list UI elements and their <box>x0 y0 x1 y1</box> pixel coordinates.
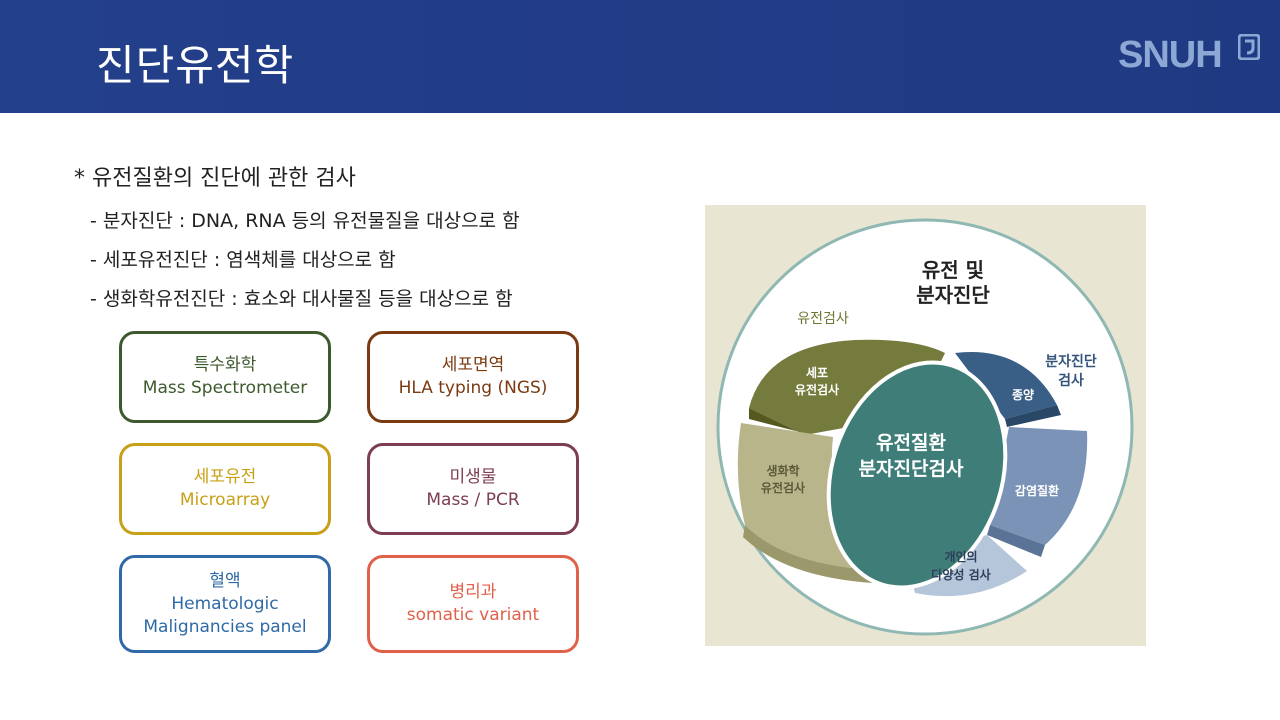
box-subtitle: somatic variant <box>406 605 540 625</box>
bullet-item: - 분자진단 : DNA, RNA 등의 유전물질을 대상으로 함 <box>90 210 520 232</box>
header-bar: 진단유전학 SNUH <box>0 0 1280 113</box>
box-title: 세포면역 <box>441 355 505 375</box>
label-tumor: 종양 <box>1012 387 1034 402</box>
box-title: 특수화학 <box>193 355 257 375</box>
label-genetic-test: 유전검사 <box>797 311 849 327</box>
label-molecular-test-1: 분자진단 <box>1045 353 1097 370</box>
box-hematology: 혈액 Hematologic Malignancies panel <box>119 555 331 653</box>
box-cytogenetics: 세포유전 Microarray <box>119 443 331 535</box>
segment-infection-side <box>987 525 1045 557</box>
bullet-main: * 유전질환의 진단에 관한 검사 <box>74 166 356 191</box>
center-circle <box>826 360 1008 590</box>
segment-infection <box>990 427 1088 545</box>
box-cell-immunology: 세포면역 HLA typing (NGS) <box>367 331 579 423</box>
segment-biochemical-side <box>743 525 875 583</box>
label-molecular-test-2: 검사 <box>1058 372 1084 389</box>
box-subtitle-2: Malignancies panel <box>143 616 307 637</box>
diagram-title-1: 유전 및 <box>922 258 984 282</box>
box-special-chemistry: 특수화학 Mass Spectrometer <box>119 331 331 423</box>
segment-tumor <box>955 352 1057 419</box>
label-diversity-1: 개인의 <box>944 549 977 564</box>
genetic-diagnosis-diagram: 유전 및 분자진단 유전검사 분자진단 검사 세포 유전검사 생화학 유전검사 … <box>705 205 1146 646</box>
box-title: 세포유전 <box>193 467 257 487</box>
label-center-1: 유전질환 <box>876 432 946 454</box>
box-title: 미생물 <box>449 467 497 487</box>
label-biochem-1: 생화학 <box>766 463 799 478</box>
label-biochem-2: 유전검사 <box>761 480 805 495</box>
box-microbiology: 미생물 Mass / PCR <box>367 443 579 535</box>
page-title: 진단유전학 <box>96 41 295 90</box>
snuh-logo-icon <box>1238 34 1260 60</box>
snuh-logo: SNUH <box>1118 34 1223 76</box>
box-title: 혈액 <box>209 570 241 591</box>
bullet-item: - 세포유전진단 : 염색체를 대상으로 함 <box>90 249 396 271</box>
box-subtitle: Microarray <box>179 490 271 510</box>
label-diversity-2: 다양성 검사 <box>931 567 990 582</box>
bullet-list: * 유전질환의 진단에 관한 검사 - 분자진단 : DNA, RNA 등의 유… <box>74 160 520 323</box>
box-subtitle: Hematologic <box>171 593 279 614</box>
box-subtitle: HLA typing (NGS) <box>398 378 548 398</box>
bullet-item: - 생화학유전진단 : 효소와 대사물질 등을 대상으로 함 <box>90 288 513 310</box>
segment-tumor-side <box>1005 405 1061 427</box>
label-cell-1: 세포 <box>806 365 828 380</box>
diagram-title-2: 분자진단 <box>916 283 990 307</box>
box-subtitle: Mass Spectrometer <box>142 378 308 398</box>
label-infection: 감염질환 <box>1015 483 1059 498</box>
box-subtitle: Mass / PCR <box>426 490 520 510</box>
box-title: 병리과 <box>449 582 497 602</box>
label-center-2: 분자진단검사 <box>859 458 964 480</box>
box-pathology: 병리과 somatic variant <box>367 555 579 653</box>
label-cell-2: 유전검사 <box>795 382 839 397</box>
